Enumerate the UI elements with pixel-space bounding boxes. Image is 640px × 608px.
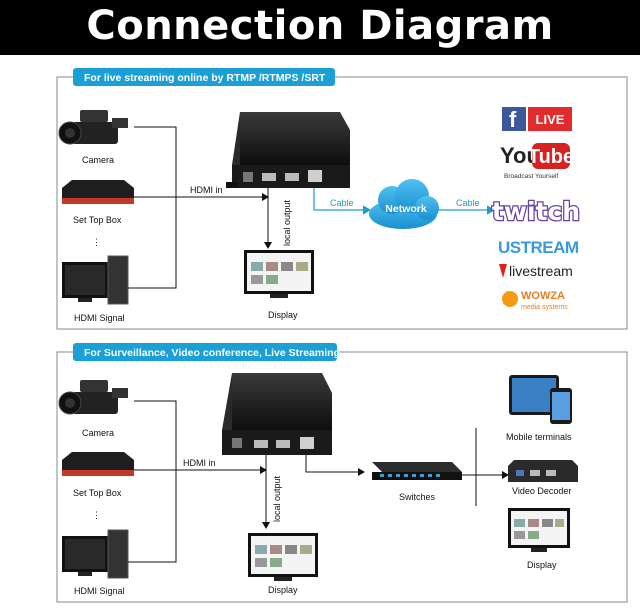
svg-text:f: f bbox=[509, 107, 517, 132]
display-output-label: Display bbox=[527, 560, 557, 570]
ustream-logo: USTREAM bbox=[498, 238, 579, 257]
switch-outputs-wiring bbox=[462, 428, 509, 506]
cable-to-network bbox=[313, 188, 372, 215]
mobile-terminals-icon bbox=[509, 375, 572, 424]
youtube-logo: You Tube Broadcast Yourself bbox=[500, 143, 574, 180]
cable-left-label: Cable bbox=[330, 198, 354, 208]
display-label: Display bbox=[268, 310, 298, 320]
twitch-logo: twitch bbox=[491, 196, 582, 228]
svg-text:twitch: twitch bbox=[492, 197, 580, 226]
network-cloud-icon bbox=[369, 179, 439, 229]
video-decoder-label: Video Decoder bbox=[512, 486, 571, 496]
header-bar bbox=[0, 0, 640, 55]
panel-1-border bbox=[56, 76, 628, 330]
switches-label: Switches bbox=[399, 492, 436, 502]
cable-right-label: Cable bbox=[456, 198, 480, 208]
page-title: Connection Diagram bbox=[86, 3, 554, 49]
panel-2-tag-text: For Surveillance, Video conference, Live… bbox=[84, 347, 340, 359]
hdmi-in-label: HDMI in bbox=[190, 185, 223, 195]
source-camera-label: Camera bbox=[82, 155, 114, 165]
source-set-top-box-label: Set Top Box bbox=[73, 488, 122, 498]
source-hdmi-signal-label: HDMI Signal bbox=[74, 586, 125, 596]
display-monitor-icon bbox=[244, 250, 314, 298]
panel-2-source-wiring bbox=[128, 400, 270, 563]
display-monitor-icon bbox=[508, 508, 570, 552]
encoder-device bbox=[222, 373, 332, 455]
hdmi-in-label: HDMI in bbox=[183, 458, 216, 468]
livestream-logo: livestream bbox=[499, 263, 573, 279]
svg-text:livestream: livestream bbox=[509, 263, 573, 279]
set-top-box-icon bbox=[62, 180, 134, 204]
svg-text:USTREAM: USTREAM bbox=[498, 238, 579, 257]
svg-text:WOWZA: WOWZA bbox=[521, 290, 565, 302]
set-top-box-icon bbox=[62, 452, 134, 476]
hdmi-signal-icon bbox=[62, 529, 129, 579]
source-hdmi-signal-label: HDMI Signal bbox=[74, 313, 125, 323]
ellipsis-dots: ⋮ bbox=[92, 510, 101, 520]
local-output-label: local output bbox=[282, 199, 292, 246]
mobile-terminals-label: Mobile terminals bbox=[506, 432, 572, 442]
camera-icon bbox=[58, 110, 128, 145]
svg-text:Tube: Tube bbox=[528, 146, 574, 168]
hdmi-signal-icon bbox=[62, 255, 129, 305]
video-decoder-icon bbox=[508, 460, 578, 482]
local-output-label: local output bbox=[272, 475, 282, 522]
facebook-live-logo: f LIVE bbox=[502, 107, 572, 132]
panel-1-tag bbox=[73, 68, 335, 86]
ellipsis-dots: ⋮ bbox=[92, 237, 101, 247]
panel-1-tag-text: For live streaming online by RTMP /RTMPS… bbox=[84, 72, 326, 84]
wowza-logo: WOWZA media systems bbox=[502, 290, 568, 311]
source-set-top-box-label: Set Top Box bbox=[73, 215, 122, 225]
network-label: Network bbox=[385, 203, 427, 215]
svg-text:Broadcast Yourself: Broadcast Yourself bbox=[504, 173, 558, 180]
display-label: Display bbox=[268, 585, 298, 595]
source-camera-label: Camera bbox=[82, 428, 114, 438]
svg-text:media systems: media systems bbox=[521, 304, 568, 311]
encoder-device bbox=[226, 112, 350, 188]
network-switch-icon bbox=[372, 462, 462, 480]
camera-icon bbox=[58, 380, 128, 415]
display-monitor-icon bbox=[248, 533, 318, 581]
svg-text:LIVE: LIVE bbox=[536, 112, 565, 127]
panel-2-border bbox=[56, 351, 628, 603]
panel-2-tag bbox=[73, 343, 337, 361]
cable-to-switch bbox=[305, 455, 365, 476]
